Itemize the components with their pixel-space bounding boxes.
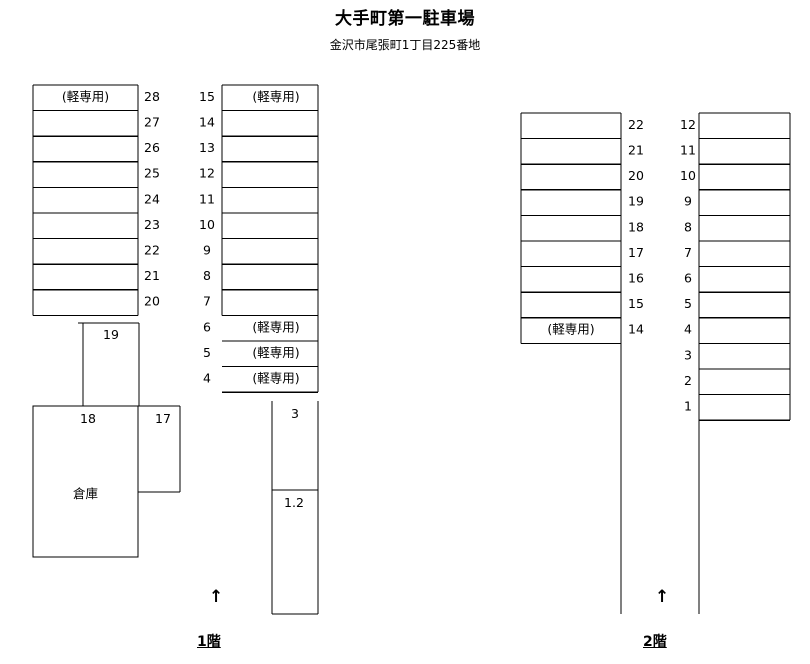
warehouse-label: 倉庫 [73, 486, 98, 501]
stall-number-f1-right-12: 12 [199, 166, 215, 181]
stall-number-f1-right-9: 9 [203, 242, 211, 257]
floor-label-1f: 1階 [197, 634, 221, 650]
stall-number-f1-right-8: 8 [203, 268, 211, 283]
stall-number-f1-1-2: 1.2 [284, 495, 304, 510]
stall-number-f2-left-15: 15 [628, 296, 644, 311]
stall-number-f1-right-7: 7 [203, 294, 211, 309]
stall-number-f1-17: 17 [155, 411, 171, 426]
stall-number-f1-right-15: 15 [199, 89, 215, 104]
stall-number-f1-left-25: 25 [144, 166, 160, 181]
stall-number-f2-right-6: 6 [684, 270, 692, 285]
stall-number-f1-left-27: 27 [144, 114, 160, 129]
stall-number-f1-right-13: 13 [199, 140, 215, 155]
page-subtitle: 金沢市尾張町1丁目225番地 [329, 38, 481, 52]
entrance-arrow-floor2: ↑ [655, 587, 670, 607]
stall-number-f1-left-21: 21 [144, 268, 160, 283]
page-title: 大手町第一駐車場 [335, 9, 475, 29]
stall-number-f2-right-3: 3 [684, 347, 692, 362]
stall-number-f2-left-19: 19 [628, 194, 644, 209]
stall-number-f2-left-21: 21 [628, 142, 644, 157]
stall-number-f1-18: 18 [80, 411, 96, 426]
stall-number-f1-3: 3 [291, 406, 299, 421]
stall-number-f1-left-20: 20 [144, 294, 160, 309]
stall-note-f1-right-4: (軽専用) [252, 370, 299, 385]
stall-number-f1-left-23: 23 [144, 217, 160, 232]
stall-number-f1-19: 19 [103, 327, 119, 342]
stall-number-f1-right-4: 4 [203, 370, 211, 385]
stall-number-f1-right-11: 11 [199, 191, 215, 206]
box-18-warehouse [32, 405, 139, 558]
stall-number-f2-left-22: 22 [628, 117, 644, 132]
stall-number-f1-left-26: 26 [144, 140, 160, 155]
stall-number-f1-right-6: 6 [203, 319, 211, 334]
stall-number-f2-left-17: 17 [628, 245, 644, 260]
stall-number-f2-right-10: 10 [680, 168, 696, 183]
stall-number-f2-right-9: 9 [684, 194, 692, 209]
stall-number-f2-right-2: 2 [684, 373, 692, 388]
stall-number-f2-right-4: 4 [684, 322, 692, 337]
stall-number-f2-left-20: 20 [628, 168, 644, 183]
stall-number-f2-left-16: 16 [628, 270, 644, 285]
stall-number-f1-left-22: 22 [144, 242, 160, 257]
stall-number-f2-right-5: 5 [684, 296, 692, 311]
stall-number-f2-right-1: 1 [684, 398, 692, 413]
stall-number-f1-right-14: 14 [199, 114, 215, 129]
entrance-arrow-floor1: ↑ [209, 587, 224, 607]
stall-number-f2-left-14: 14 [628, 322, 644, 337]
stall-number-f2-right-8: 8 [684, 219, 692, 234]
stall-note-f1-right-15: (軽専用) [252, 89, 299, 104]
stall-note-f1-right-6: (軽専用) [252, 319, 299, 334]
stall-number-f2-right-7: 7 [684, 245, 692, 260]
floor-label-2f: 2階 [643, 634, 667, 650]
stall-note-f1-left-28: (軽専用) [62, 89, 109, 104]
stall-number-f2-right-11: 11 [680, 142, 696, 157]
stall-note-f1-right-5: (軽専用) [252, 345, 299, 360]
stall-number-f1-left-28: 28 [144, 89, 160, 104]
stall-number-f1-right-10: 10 [199, 217, 215, 232]
stall-number-f1-left-24: 24 [144, 191, 160, 206]
stall-note-f2-left-14: (軽専用) [547, 322, 594, 337]
stall-number-f1-right-5: 5 [203, 345, 211, 360]
stall-number-f2-left-18: 18 [628, 219, 644, 234]
stall-number-f2-right-12: 12 [680, 117, 696, 132]
